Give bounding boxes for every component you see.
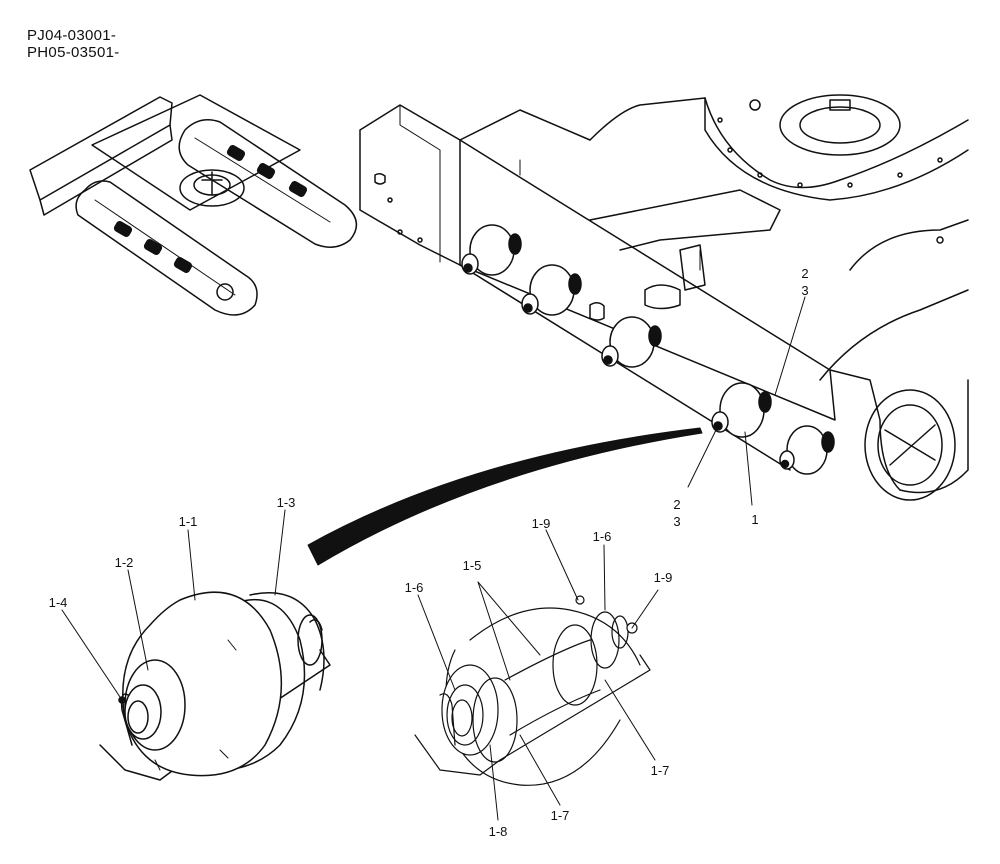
track-roller-on-frame — [779, 425, 835, 475]
callout-2-upper: 2 — [801, 266, 809, 281]
callout-2-lower: 2 — [673, 497, 681, 512]
serial-number-range-1: PJ04-03001- — [27, 27, 117, 44]
callout-1-9-top: 1-9 — [531, 516, 551, 531]
callout-1-7-bottom: 1-7 — [550, 808, 570, 823]
undercarriage-overview-drawing — [29, 94, 358, 316]
callout-1: 1 — [751, 512, 759, 527]
callout-1-3: 1-3 — [276, 495, 296, 510]
callout-1-2: 1-2 — [114, 555, 134, 570]
callout-1-5: 1-5 — [462, 558, 482, 573]
serial-number-range-2: PH05-03501- — [27, 44, 120, 61]
callout-1-9-right: 1-9 — [653, 570, 673, 585]
callout-3-lower: 3 — [673, 514, 681, 529]
track-roller-on-frame — [601, 316, 662, 368]
track-roller-on-frame — [521, 264, 582, 316]
track-roller-on-frame — [461, 224, 522, 276]
callout-1-1: 1-1 — [178, 514, 198, 529]
callout-leaders-bottom — [61, 509, 659, 821]
roller-exploded-drawing — [414, 595, 651, 786]
track-frame-drawing — [359, 94, 969, 501]
detail-pointer-arrow — [307, 427, 703, 566]
callout-1-6-left: 1-6 — [404, 580, 424, 595]
callout-1-4: 1-4 — [48, 595, 68, 610]
callout-1-8: 1-8 — [488, 824, 508, 839]
callout-1-7-right: 1-7 — [650, 763, 670, 778]
callout-1-6-top: 1-6 — [592, 529, 612, 544]
callout-leaders-top — [687, 296, 806, 506]
roller-assembly-drawing — [99, 591, 331, 781]
callout-3-upper: 3 — [801, 283, 809, 298]
track-roller-1-on-frame — [711, 382, 772, 438]
